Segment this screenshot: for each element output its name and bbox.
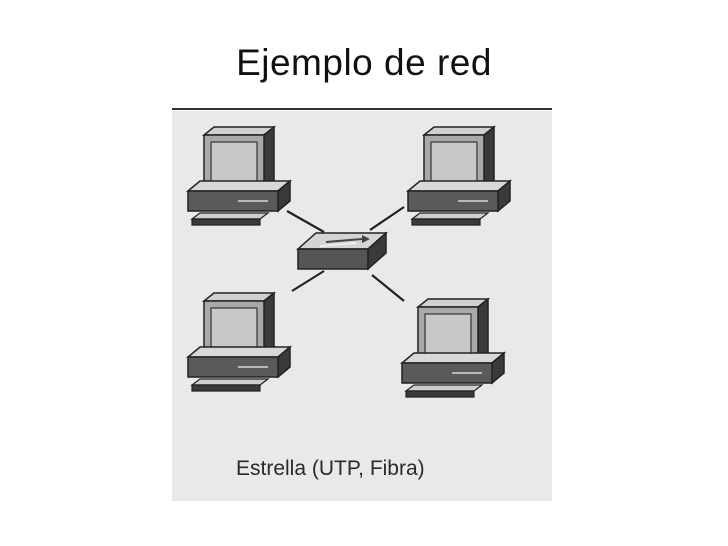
star-topology-diagram: Estrella (UTP, Fibra): [172, 111, 552, 501]
switch-icon: [296, 231, 388, 271]
link-top-left: [286, 210, 325, 233]
network-diagram-canvas: [187, 126, 511, 398]
computer-icon: [187, 292, 291, 392]
computer-icon: [187, 126, 291, 226]
link-bottom-right: [371, 274, 405, 302]
slide-title: Ejemplo de red: [236, 42, 492, 83]
link-top-right: [369, 206, 405, 231]
computer-icon: [401, 298, 505, 398]
topology-caption: Estrella (UTP, Fibra): [236, 457, 425, 480]
link-bottom-left: [291, 270, 325, 292]
computer-icon: [407, 126, 511, 226]
title-divider: [172, 108, 552, 110]
